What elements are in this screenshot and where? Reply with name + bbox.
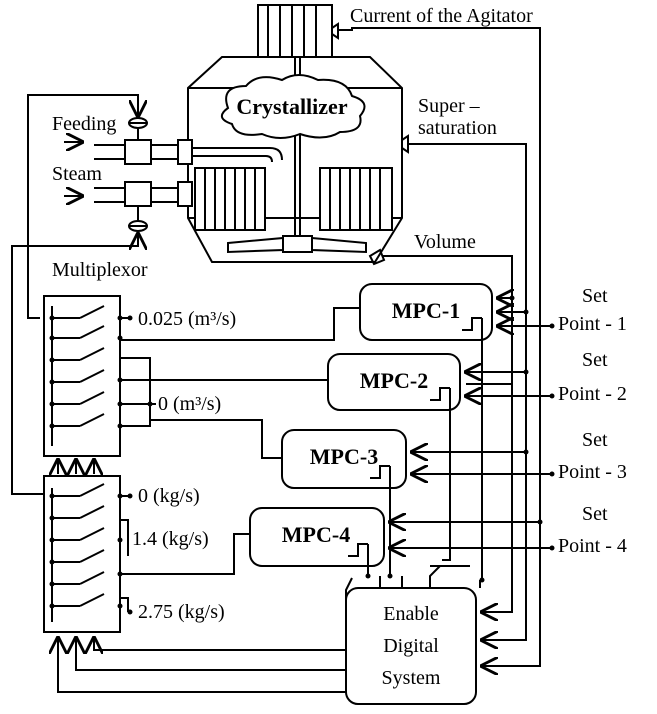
supersaturation-label-1: Super – <box>418 95 481 117</box>
feed-multiplexor <box>43 295 123 457</box>
mpc-1-label: MPC-1 <box>392 298 460 323</box>
select-line-1 <box>94 638 346 650</box>
steam-line <box>64 181 193 232</box>
volume-sensor <box>368 248 386 266</box>
supersaturation-label-2: saturation <box>418 117 497 139</box>
mpc-4: MPC-4 <box>249 507 385 567</box>
set-point-3-bottom: Point - 3 <box>558 461 627 483</box>
agitator-current-label: Current of the Agitator <box>350 5 533 27</box>
agitator-current-bus <box>338 27 541 666</box>
multiplexor-label: Multiplexor <box>52 259 148 281</box>
steam-mid-value: 1.4 (kg/s) <box>132 528 209 550</box>
enable-digital-system: Enable Digital System <box>345 587 477 705</box>
agitator-blade-right <box>311 236 367 254</box>
set-point-1-bottom: Point - 1 <box>558 313 627 335</box>
select-line-3 <box>58 638 346 693</box>
steam-label: Steam <box>52 163 102 185</box>
select-line-2 <box>76 638 346 671</box>
agitator-blade-left <box>227 236 284 254</box>
feed-command-line <box>27 94 138 319</box>
enable-switches <box>345 565 481 604</box>
vessel-body <box>187 56 403 263</box>
steam-multiplexor <box>43 475 123 633</box>
agitator-motor <box>257 4 333 58</box>
steam-command-line <box>11 234 138 495</box>
mpc-4-output <box>120 533 250 575</box>
set-point-4-bottom: Point - 4 <box>558 535 627 557</box>
mpc-1: MPC-1 <box>359 283 493 341</box>
set-point-2: Set Point - 2 <box>466 349 627 405</box>
set-point-4: Set Point - 4 <box>390 503 627 557</box>
mpc-feedback-taps <box>390 298 540 522</box>
set-point-2-bottom: Point - 2 <box>558 383 627 405</box>
volume-label: Volume <box>414 231 476 253</box>
feed-zero-value: 0 (m³/s) <box>158 393 221 415</box>
set-point-2-top: Set <box>582 349 608 371</box>
mpc-3-output <box>120 357 282 459</box>
set-point-4-top: Set <box>582 503 608 525</box>
steam-zero-value: 0 (kg/s) <box>138 485 200 507</box>
mpc-3-label: MPC-3 <box>310 444 378 469</box>
mpc-2-enable-link <box>442 388 451 561</box>
set-point-1: Set Point - 1 <box>498 285 627 335</box>
mpc-2: MPC-2 <box>327 353 461 411</box>
set-point-3: Set Point - 3 <box>412 429 627 483</box>
crystallizer-cloud <box>221 74 366 139</box>
digital-system-line2: Digital <box>383 635 439 657</box>
mpc-3: MPC-3 <box>281 429 407 489</box>
mpc-1-output <box>120 307 360 341</box>
digital-system-line3: System <box>382 667 441 689</box>
supersaturation-bus <box>408 143 527 640</box>
feeding-line <box>64 117 193 165</box>
crystallizer-vessel: Crystallizer <box>187 4 409 266</box>
feeding-label: Feeding <box>52 113 116 135</box>
mpc-4-label: MPC-4 <box>282 522 350 547</box>
set-point-3-top: Set <box>582 429 608 451</box>
digital-system-line1: Enable <box>383 603 439 625</box>
feed-high-value: 0.025 (m³/s) <box>138 308 236 330</box>
feeding-valve <box>124 139 152 165</box>
mpc-2-label: MPC-2 <box>360 368 428 393</box>
steam-valve <box>124 181 152 207</box>
steam-high-value: 2.75 (kg/s) <box>138 601 225 623</box>
volume-bus <box>382 255 513 612</box>
crystallizer-label: Crystallizer <box>236 94 347 119</box>
set-point-1-top: Set <box>582 285 608 307</box>
